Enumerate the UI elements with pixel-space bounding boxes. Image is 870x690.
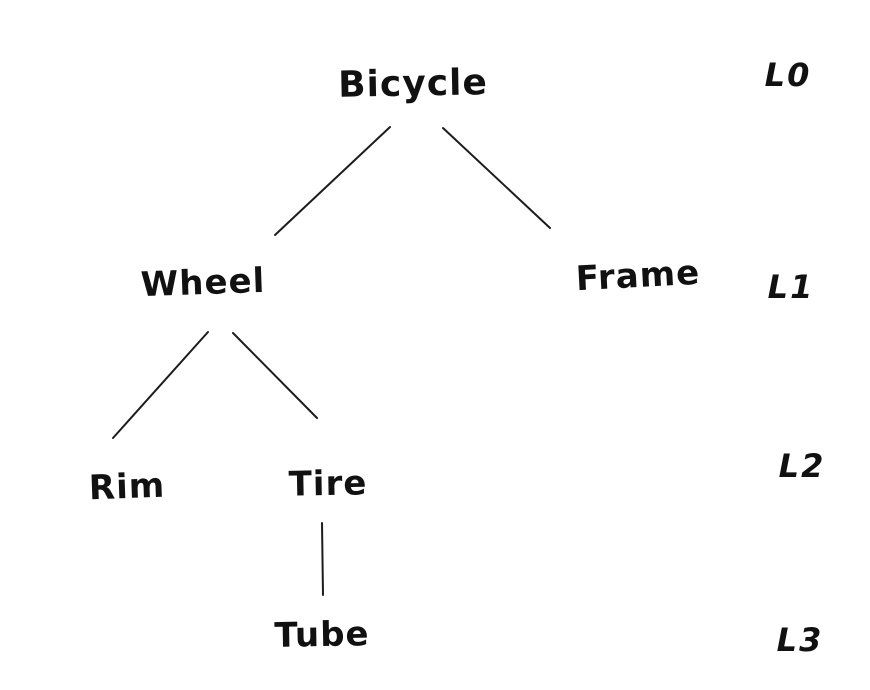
edge-bicycle-wheel <box>274 126 391 236</box>
node-tire: Tire <box>288 463 368 505</box>
level-label-l3: L3 <box>776 621 824 659</box>
node-rim: Rim <box>88 465 166 509</box>
level-label-l2: L2 <box>778 447 826 485</box>
node-wheel: Wheel <box>140 260 266 306</box>
node-tube: Tube <box>274 614 370 656</box>
edge-tire-tube <box>321 522 324 596</box>
edge-wheel-rim <box>112 331 209 439</box>
edge-wheel-tire <box>232 332 318 419</box>
level-label-l1: L1 <box>767 268 815 306</box>
node-frame: Frame <box>574 252 702 300</box>
edge-bicycle-frame <box>442 127 551 229</box>
node-bicycle: Bicycle <box>337 62 489 106</box>
level-label-l0: L0 <box>764 56 812 94</box>
